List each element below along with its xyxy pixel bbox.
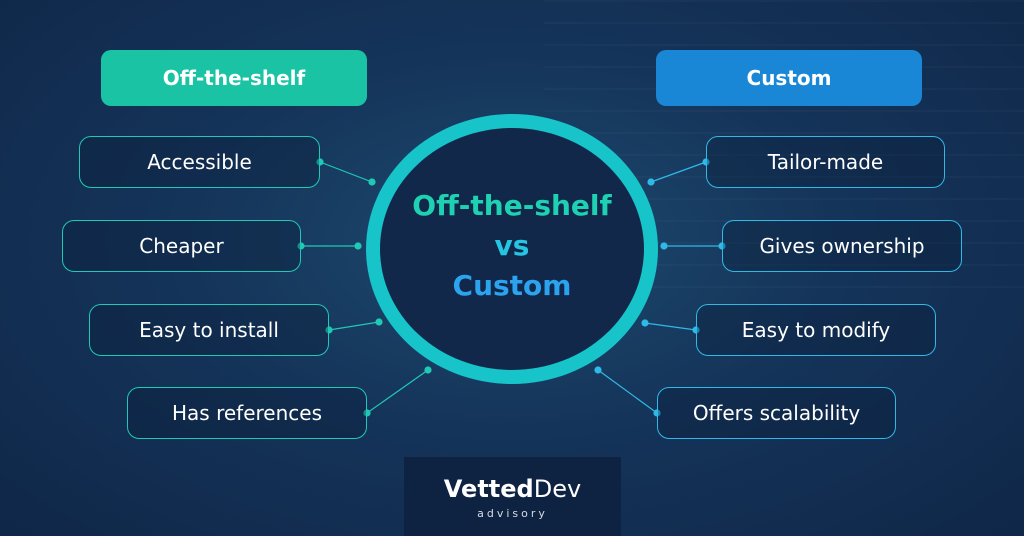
item-tailor-made: Tailor-made: [706, 136, 945, 188]
item-accessible: Accessible: [79, 136, 320, 188]
connector-dot: [316, 158, 324, 166]
connector-dot: [375, 318, 383, 326]
connector-modify: [644, 322, 697, 331]
logo-word-vetted: Vetted: [443, 475, 534, 503]
connector-easy-install: [328, 321, 380, 331]
item-offers-scalability: Offers scalability: [657, 387, 896, 439]
logo-wordmark: VettedDev: [404, 475, 621, 503]
connector-dot: [660, 242, 668, 250]
center-line-3: Custom: [452, 269, 572, 302]
vetteddev-logo: VettedDev advisory: [404, 457, 621, 536]
item-easy-to-install: Easy to install: [89, 304, 329, 356]
connector-dot: [325, 326, 333, 334]
connector-dot: [363, 409, 371, 417]
connector-dot: [641, 319, 649, 327]
logo-tagline: advisory: [477, 507, 548, 520]
connector-accessible: [319, 161, 373, 183]
connector-dot: [647, 178, 655, 186]
custom-header: Custom: [656, 50, 922, 106]
connector-references: [366, 369, 429, 414]
off-the-shelf-header: Off-the-shelf: [101, 50, 367, 106]
logo-word-dev: Dev: [533, 475, 582, 503]
item-gives-ownership: Gives ownership: [722, 220, 962, 272]
connector-dot: [594, 366, 602, 374]
item-cheaper: Cheaper: [62, 220, 301, 272]
connector-dot: [368, 178, 376, 186]
connector-dot: [354, 242, 362, 250]
connector-dot: [297, 242, 305, 250]
connector-scalability: [597, 369, 658, 414]
center-title: Off-the-shelf vs Custom: [366, 186, 658, 306]
item-easy-to-modify: Easy to modify: [696, 304, 936, 356]
connector-tailor-made: [650, 161, 707, 183]
item-has-references: Has references: [127, 387, 367, 439]
connector-dot: [424, 366, 432, 374]
center-line-1: Off-the-shelf: [412, 189, 612, 222]
center-line-2: vs: [494, 229, 530, 262]
